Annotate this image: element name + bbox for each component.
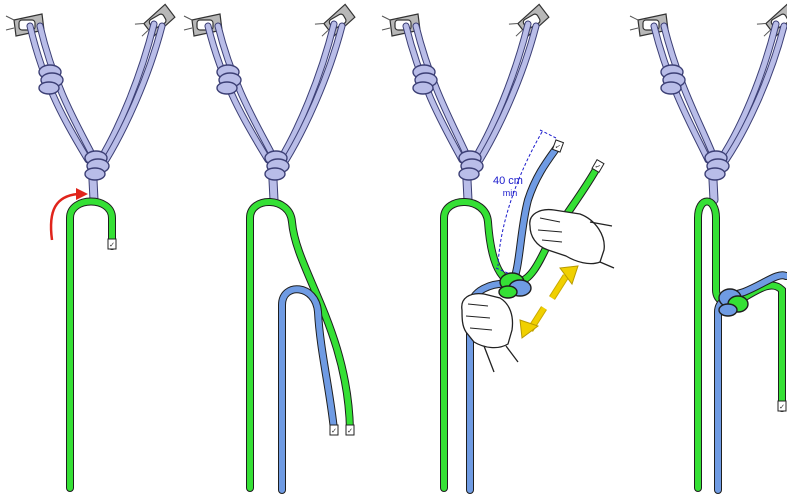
rope-end-whipping [330,425,338,435]
measurement-value: 40 cm [493,175,523,187]
green-rope [250,202,350,488]
panel-2 [184,3,358,490]
rope-end-whipping [108,239,116,249]
sling-knot [85,151,109,180]
rope-end-whipping [553,140,564,152]
sling-knot [661,65,685,94]
sling-knot [705,151,729,180]
panel-3: 40 cm min [382,3,614,490]
panel-1 [6,3,178,488]
panel-4 [630,3,787,490]
sling-knot [265,151,289,180]
sling-knot [217,65,241,94]
sling-knot [413,65,437,94]
green-rope [70,202,112,489]
measurement-qualifier: min [503,188,518,198]
sling-knot [39,65,63,94]
sling-knot [459,151,483,180]
green-rope [698,202,782,489]
rope-end-whipping [346,425,354,435]
rope-end-whipping [778,401,786,411]
